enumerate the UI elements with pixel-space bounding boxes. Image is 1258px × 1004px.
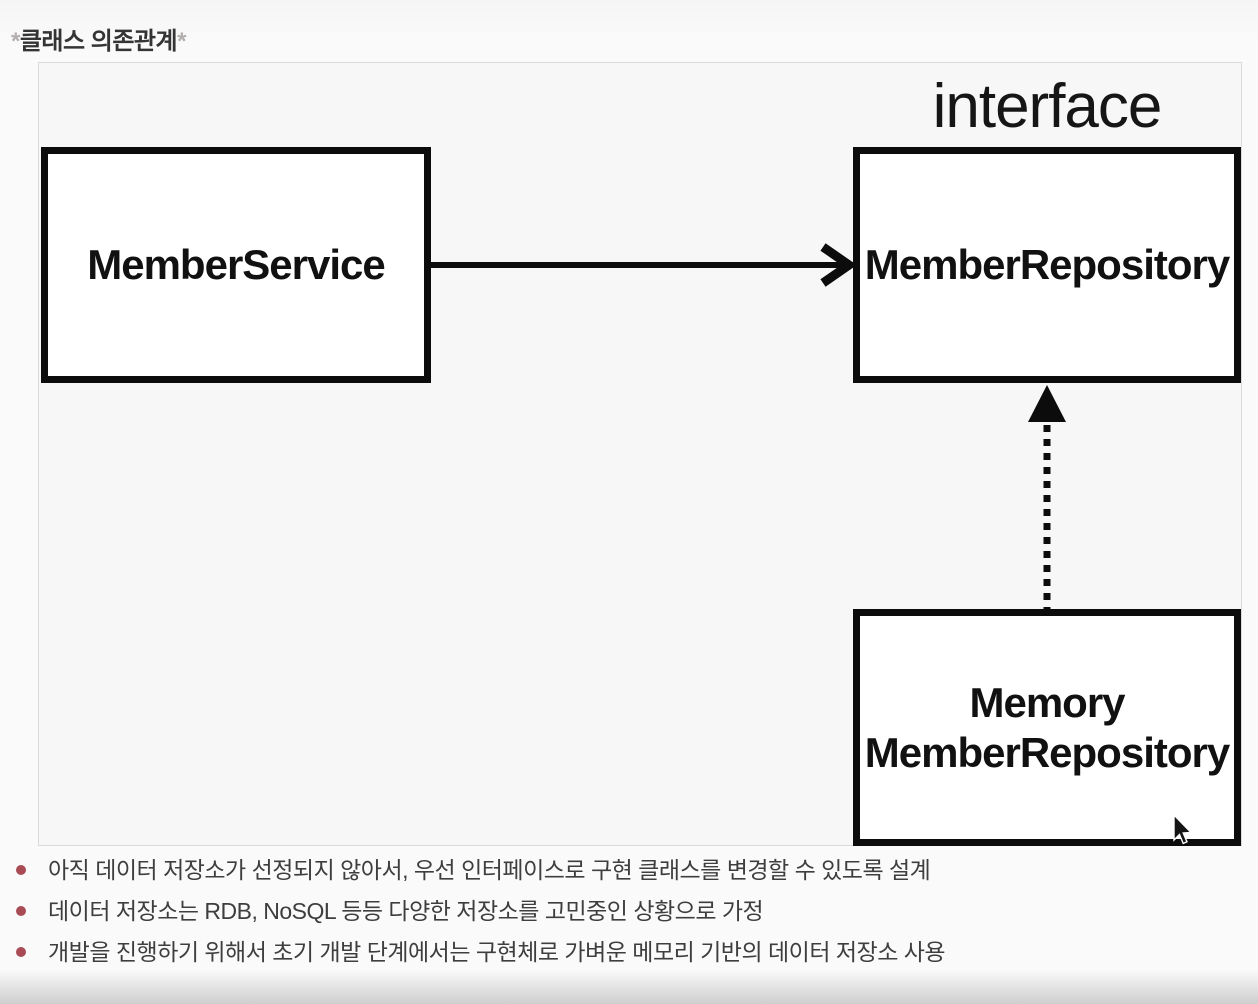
solid-arrow-head <box>820 243 857 287</box>
bullet-icon <box>16 906 26 916</box>
memory-member-repository-box: Memory MemberRepository <box>853 609 1241 846</box>
class-dependency-diagram: interface MemberService MemberRepository… <box>38 62 1242 846</box>
dotted-arrow-head <box>1028 385 1066 422</box>
page-title-text: 클래스 의존관계 <box>19 28 178 55</box>
member-repository-box: MemberRepository <box>853 147 1241 383</box>
interface-label: interface <box>932 72 1163 141</box>
list-item: 개발을 진행하기 위해서 초기 개발 단계에서는 구현체로 가벼운 메모리 기반… <box>10 935 1254 976</box>
title-asterisk-left: * <box>11 28 20 55</box>
note-text: 개발을 진행하기 위해서 초기 개발 단계에서는 구현체로 가벼운 메모리 기반… <box>48 939 946 965</box>
memory-member-repository-label-line1: Memory <box>969 678 1125 726</box>
memory-member-repository-label-line2: MemberRepository <box>864 728 1230 776</box>
list-item: 데이터 저장소는 RDB, NoSQL 등등 다양한 저장소를 고민중인 상황으… <box>10 894 1254 935</box>
bullet-icon <box>16 947 26 957</box>
list-item: 아직 데이터 저장소가 선정되지 않아서, 우선 인터페이스로 구현 클래스를 … <box>10 853 1254 894</box>
member-service-label: MemberService <box>87 241 386 289</box>
note-text: 데이터 저장소는 RDB, NoSQL 등등 다양한 저장소를 고민중인 상황으… <box>48 898 764 924</box>
page-title: *클래스 의존관계* <box>11 21 186 56</box>
member-service-box: MemberService <box>41 147 431 383</box>
cursor-icon <box>1173 813 1193 845</box>
note-text: 아직 데이터 저장소가 선정되지 않아서, 우선 인터페이스로 구현 클래스를 … <box>48 857 931 883</box>
notes-list: 아직 데이터 저장소가 선정되지 않아서, 우선 인터페이스로 구현 클래스를 … <box>10 853 1254 976</box>
member-repository-label: MemberRepository <box>864 241 1230 289</box>
bullet-icon <box>16 865 26 875</box>
title-asterisk-right: * <box>177 28 186 55</box>
